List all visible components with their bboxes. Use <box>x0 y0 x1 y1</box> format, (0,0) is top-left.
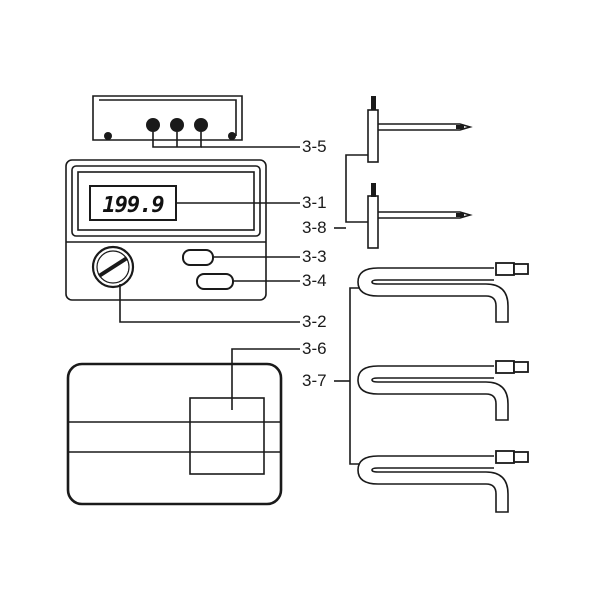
label-3-4: 3-4 <box>302 271 327 290</box>
label-3-5: 3-5 <box>302 137 327 156</box>
terminal-jack-3 <box>194 118 208 132</box>
panel-screw-right <box>228 132 236 140</box>
lcd-reading: 199.9 <box>102 193 164 218</box>
label-3-8: 3-8 <box>302 218 327 237</box>
callout-line-3-2 <box>119 284 300 323</box>
label-3-3: 3-3 <box>302 247 327 266</box>
test-lead-2 <box>357 360 529 421</box>
meter-body: 199.9 <box>65 159 300 323</box>
callout-line-3-6 <box>231 348 300 410</box>
probe-bottom <box>367 183 473 249</box>
button-3-4[interactable] <box>196 273 234 290</box>
lcd-display <box>89 185 177 221</box>
label-3-6: 3-6 <box>302 339 327 358</box>
rotary-dial[interactable] <box>91 245 135 289</box>
terminal-panel <box>92 95 300 148</box>
callout-bracket-3-7 <box>349 287 360 465</box>
case-pocket <box>189 397 265 475</box>
label-3-7: 3-7 <box>302 371 327 390</box>
callout-bracket-3-8 <box>345 154 368 223</box>
label-3-2: 3-2 <box>302 312 327 331</box>
panel-screw-left <box>104 132 112 140</box>
carrying-case <box>66 348 300 506</box>
test-lead-3 <box>357 450 529 513</box>
dial-pointer <box>97 256 129 278</box>
terminal-jack-2 <box>170 118 184 132</box>
probe-top <box>367 96 473 163</box>
label-3-1: 3-1 <box>302 193 327 212</box>
test-lead-1 <box>357 262 529 323</box>
terminal-jack-1 <box>146 118 160 132</box>
button-3-3[interactable] <box>182 249 214 266</box>
